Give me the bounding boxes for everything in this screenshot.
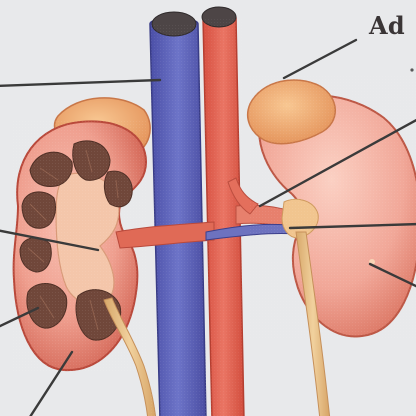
right-kidney (246, 74, 416, 340)
leader-line-vena-cava (0, 78, 162, 88)
leader-line-renal-vein (288, 222, 416, 230)
leader-line-cortex (29, 350, 74, 416)
left-ureter (103, 297, 157, 416)
leader-line-kidney (368, 262, 416, 288)
ureter (295, 231, 331, 416)
left-renal-artery (115, 221, 215, 249)
leader-line-pelvis (0, 229, 100, 252)
leader-line-adrenal (282, 38, 358, 80)
leader-line-renal-artery (258, 118, 416, 208)
adrenal-label: Ad (369, 11, 405, 40)
leader-lines (0, 38, 416, 416)
leader-line-medulla (0, 306, 40, 328)
inferior-vena-cava (149, 11, 207, 416)
print-speck (410, 68, 414, 72)
